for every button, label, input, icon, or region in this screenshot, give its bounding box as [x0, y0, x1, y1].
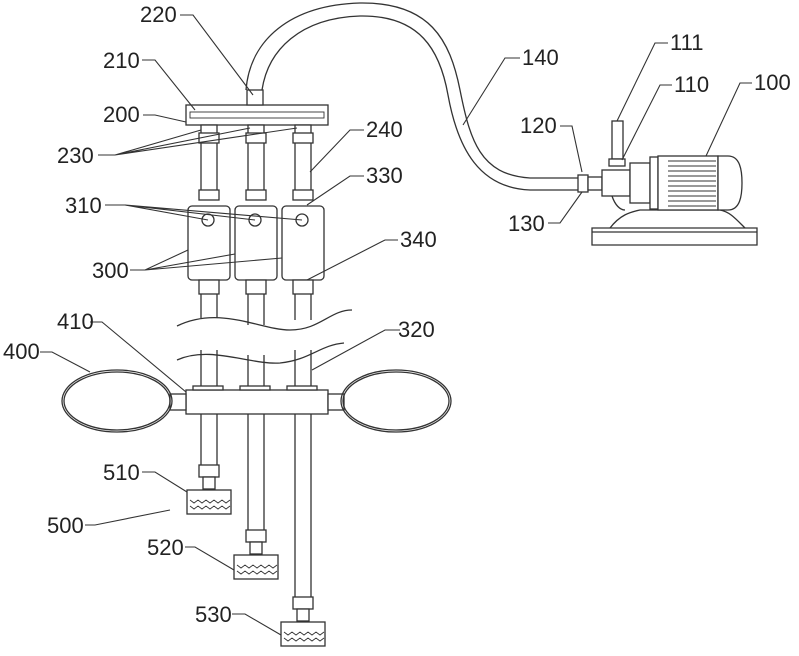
label-230: 230: [57, 143, 94, 168]
coupling: [629, 162, 651, 204]
label-330: 330: [366, 163, 403, 188]
manifold-channel: [189, 111, 325, 119]
reference-labels: 220 210 200 230 240 330 310 300 340 320 …: [3, 2, 791, 627]
clamp: [292, 279, 314, 295]
pump-base: [591, 227, 758, 246]
clamp: [198, 464, 220, 478]
leader-lines: [40, 14, 752, 636]
column-3: [280, 124, 326, 647]
clamp: [292, 132, 314, 144]
label-130: 130: [508, 211, 545, 236]
inlet-pipe: [587, 176, 603, 191]
port-310: [248, 213, 262, 227]
label-200: 200: [103, 102, 140, 127]
clamp: [245, 132, 267, 144]
port-310: [201, 213, 215, 227]
label-340: 340: [400, 227, 437, 252]
label-120: 120: [520, 113, 557, 138]
label-100: 100: [754, 70, 791, 95]
manifold-body: [185, 104, 329, 126]
label-400: 400: [3, 339, 40, 364]
outlet-pipe: [611, 120, 624, 160]
reel-right: [340, 369, 452, 433]
label-220: 220: [140, 2, 177, 27]
label-111: 111: [670, 30, 703, 55]
motor-fins: [668, 160, 716, 207]
pump-head: [601, 169, 631, 197]
label-300: 300: [92, 258, 129, 283]
container-300: [281, 205, 325, 281]
label-210: 210: [103, 48, 140, 73]
label-240: 240: [366, 117, 403, 142]
pump-motor-assembly: [577, 120, 758, 246]
manifold-inlet-220: [246, 89, 264, 106]
clamp: [198, 279, 220, 295]
valve-110: [608, 158, 626, 167]
label-110: 110: [674, 72, 709, 97]
label-320: 320: [398, 317, 435, 342]
clamp: [245, 279, 267, 295]
break-line-upper: [176, 309, 353, 331]
label-520: 520: [147, 535, 184, 560]
clamp: [245, 529, 267, 543]
clamp: [292, 189, 314, 201]
column-2: [233, 124, 279, 580]
motor-body: [657, 155, 719, 211]
label-310: 310: [65, 193, 102, 218]
cross-bar-410: [185, 389, 329, 415]
clamp: [198, 189, 220, 201]
clamp: [292, 596, 314, 610]
label-530: 530: [195, 602, 232, 627]
break-line-lower: [176, 342, 345, 364]
cross-bar-assembly: [61, 369, 452, 433]
reel-left: [61, 369, 173, 433]
hose-clamp: [577, 174, 589, 193]
label-140: 140: [522, 45, 559, 70]
column-1: [186, 124, 232, 515]
label-410: 410: [57, 309, 94, 334]
hose: [245, 2, 580, 191]
manifold: [185, 89, 329, 126]
clamp: [245, 189, 267, 201]
label-510: 510: [103, 460, 140, 485]
motor-end-cap: [717, 155, 743, 211]
label-500: 500: [47, 513, 84, 538]
